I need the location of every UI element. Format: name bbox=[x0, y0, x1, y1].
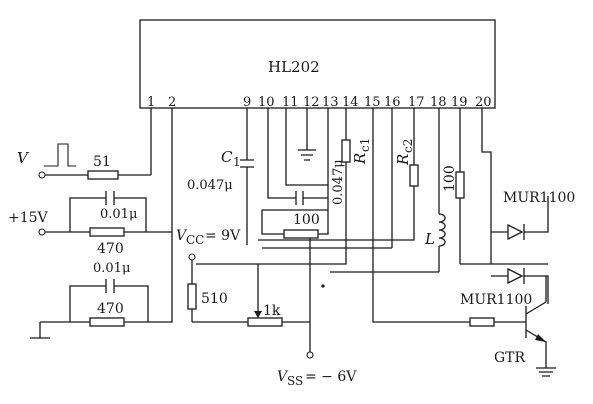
capacitor-mid bbox=[295, 191, 304, 205]
potentiometer-1k bbox=[247, 317, 283, 327]
supply-15v-wire bbox=[45, 197, 172, 233]
cap-0p047-vertical-label: 0.047μ bbox=[331, 159, 346, 205]
resistor-510-label: 510 bbox=[201, 291, 228, 307]
pin-1: 1 bbox=[147, 95, 155, 110]
diode-bottom-section: MUR1100 bbox=[460, 267, 549, 308]
inductor-l bbox=[438, 213, 446, 272]
pin-14: 14 bbox=[342, 95, 359, 110]
pin-9: 9 bbox=[243, 95, 251, 110]
pin15-wire bbox=[372, 108, 470, 323]
c1-label-sub: 1 bbox=[233, 155, 241, 169]
resistor-100-mid-label: 100 bbox=[293, 212, 320, 228]
lower-rc-wire bbox=[69, 285, 149, 322]
supply-15v-label: +15V bbox=[8, 210, 49, 226]
vss-label-sub: SS bbox=[287, 374, 303, 388]
resistor-100-mid bbox=[283, 229, 319, 239]
vcc-label-sub: CC bbox=[186, 233, 204, 247]
resistor-51-label: 51 bbox=[93, 154, 111, 170]
pin-17: 17 bbox=[408, 95, 425, 110]
gtr-transistor-icon bbox=[494, 301, 547, 368]
resistor-100-right bbox=[455, 171, 465, 199]
gtr-emitter-arrow-icon bbox=[535, 334, 546, 342]
ic-label: HL202 bbox=[268, 58, 320, 76]
c1-section: C 1 0.047μ bbox=[187, 108, 254, 245]
resistor-470-top-label: 470 bbox=[97, 241, 124, 257]
pin14-wire bbox=[196, 108, 347, 265]
resistor-510 bbox=[187, 283, 197, 310]
pin2-wire bbox=[148, 108, 173, 323]
diode-bottom-wire bbox=[491, 275, 549, 304]
pulse-symbol-icon bbox=[44, 143, 76, 167]
inductor-label: L bbox=[424, 230, 435, 248]
pin-16: 16 bbox=[384, 95, 401, 110]
vcc-terminal bbox=[188, 253, 196, 261]
diode-top-icon bbox=[507, 223, 525, 241]
input-v-label: V bbox=[17, 149, 30, 167]
vss-terminal bbox=[306, 351, 314, 359]
potentiometer-1k-label: 1k bbox=[263, 303, 281, 319]
pin-11: 11 bbox=[282, 95, 299, 110]
resistor-gtr-base bbox=[469, 317, 495, 327]
pin20-wire bbox=[481, 108, 492, 264]
supply-15v-section: +15V 0.01μ 470 bbox=[8, 191, 172, 257]
cap-0p01-bottom-label: 0.01μ bbox=[93, 261, 130, 276]
ground-gtr-icon bbox=[536, 367, 556, 377]
junction-dot bbox=[321, 284, 325, 288]
supply-15v-terminal bbox=[38, 228, 46, 236]
input-pulse-source: V 51 bbox=[17, 143, 151, 180]
resistor-pin17 bbox=[409, 164, 419, 187]
diode-bottom-label: MUR1100 bbox=[460, 292, 532, 308]
vcc-section: V CC = 9V 510 1k bbox=[176, 228, 310, 327]
vcc-label: V bbox=[176, 228, 188, 244]
rc2-label-sub: c2 bbox=[401, 139, 415, 153]
resistor-470-top bbox=[89, 227, 125, 237]
rc2-label: R bbox=[394, 154, 412, 166]
vcc-value: = 9V bbox=[205, 228, 241, 244]
ic-body bbox=[139, 19, 496, 109]
resistor-51 bbox=[87, 170, 119, 180]
vss-value: = − 6V bbox=[305, 369, 357, 385]
resistor-rc1 bbox=[341, 139, 351, 163]
diode-top-label: MUR1100 bbox=[503, 190, 575, 206]
cap-0p01-top-label: 0.01μ bbox=[100, 207, 137, 222]
rc1-label-sub: c1 bbox=[358, 138, 372, 152]
capacitor-c1 bbox=[240, 108, 254, 245]
vss-section: V SS = − 6V bbox=[277, 238, 357, 388]
ground-left-icon bbox=[30, 322, 50, 339]
diode-top-wire bbox=[491, 196, 549, 233]
rc1-label: R bbox=[351, 153, 369, 165]
capacitor-0p01-bottom bbox=[105, 279, 115, 293]
pin-19: 19 bbox=[451, 95, 468, 110]
capacitor-0p01-top bbox=[105, 191, 115, 205]
pin-2: 2 bbox=[168, 95, 176, 110]
gtr-label: GTR bbox=[494, 350, 526, 366]
pin16-wire bbox=[262, 108, 393, 249]
c1-label: C bbox=[221, 148, 233, 166]
pin-13: 13 bbox=[322, 95, 339, 110]
ic-pin-numbers: 1 2 9 10 11 12 13 14 15 16 17 18 19 20 bbox=[147, 95, 492, 110]
pot-wiper-arrow-icon bbox=[254, 311, 262, 318]
input-terminal bbox=[38, 171, 46, 179]
resistor-470-bottom-label: 470 bbox=[97, 301, 124, 317]
gtr-section: GTR bbox=[469, 276, 556, 377]
pin-10: 10 bbox=[258, 95, 275, 110]
pin10-wire bbox=[267, 108, 328, 199]
pin-18: 18 bbox=[430, 95, 447, 110]
pin-20: 20 bbox=[475, 95, 492, 110]
pin-15: 15 bbox=[364, 95, 381, 110]
rail-wire bbox=[330, 263, 548, 273]
vss-label: V bbox=[277, 369, 289, 385]
diode-top-section: MUR1100 bbox=[491, 190, 575, 241]
diode-bottom-icon bbox=[507, 267, 525, 285]
lower-rc-section: 0.01μ 470 bbox=[30, 261, 149, 339]
c1-value: 0.047μ bbox=[187, 178, 233, 193]
resistor-470-bottom bbox=[89, 317, 125, 327]
resistor-100-right-label: 100 bbox=[442, 165, 458, 192]
pin-12: 12 bbox=[303, 95, 320, 110]
ground-pin12-icon bbox=[298, 108, 316, 161]
